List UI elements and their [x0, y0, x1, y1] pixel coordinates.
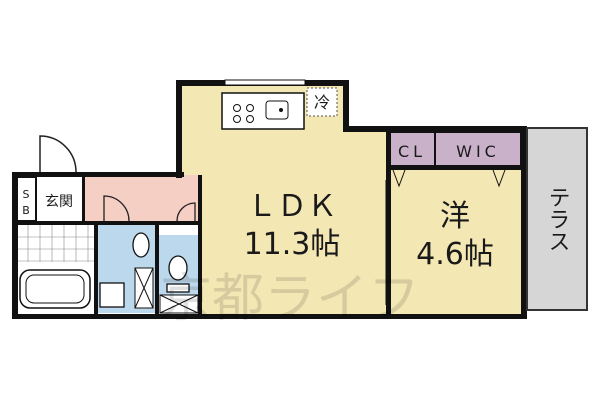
terrace-label: テラス — [545, 186, 570, 252]
shoe-box-label-s: S — [23, 188, 30, 201]
terrace-outline — [526, 127, 588, 311]
ldk-floor — [180, 84, 390, 318]
western-room-label: 洋 — [440, 199, 470, 234]
washroom-storage — [134, 267, 154, 309]
wic-floor — [435, 132, 521, 168]
hall-floor — [84, 175, 200, 225]
laundry-pan — [99, 282, 125, 308]
toilet-storage — [159, 294, 199, 314]
closet-label: CL — [398, 142, 426, 161]
bathroom-tile-grid — [16, 225, 97, 262]
terrace-floor — [527, 128, 587, 310]
bathtub-inner — [25, 274, 85, 304]
wic-door-swing — [492, 169, 506, 188]
fridge-space — [306, 87, 338, 117]
entrance-door-swing — [39, 135, 77, 173]
washroom-door-swing — [103, 195, 130, 222]
fridge-label: 冷 — [314, 93, 330, 112]
toilet-fixture — [166, 255, 190, 293]
ldk-label: ＬＤＫ — [247, 189, 337, 224]
western-room-floor — [390, 168, 525, 318]
watermark: 京都ライフ — [160, 269, 420, 329]
closet-door-swing — [392, 169, 406, 188]
entrance-floor — [35, 175, 84, 223]
bathtub — [19, 269, 91, 309]
kitchen-counter — [221, 92, 305, 130]
ldk-size-label: 11.3帖 — [244, 227, 341, 262]
entrance-label: 玄関 — [45, 193, 73, 210]
toilet-door-swing — [176, 202, 196, 222]
wic-outline — [434, 131, 522, 167]
wic-label: WIC — [456, 142, 500, 161]
washbasin — [132, 232, 150, 258]
closet-floor — [390, 132, 435, 168]
ldk-window — [224, 79, 306, 86]
western-room-size-label: 4.6帖 — [416, 237, 494, 272]
shoe-box-label-b: B — [22, 204, 30, 217]
